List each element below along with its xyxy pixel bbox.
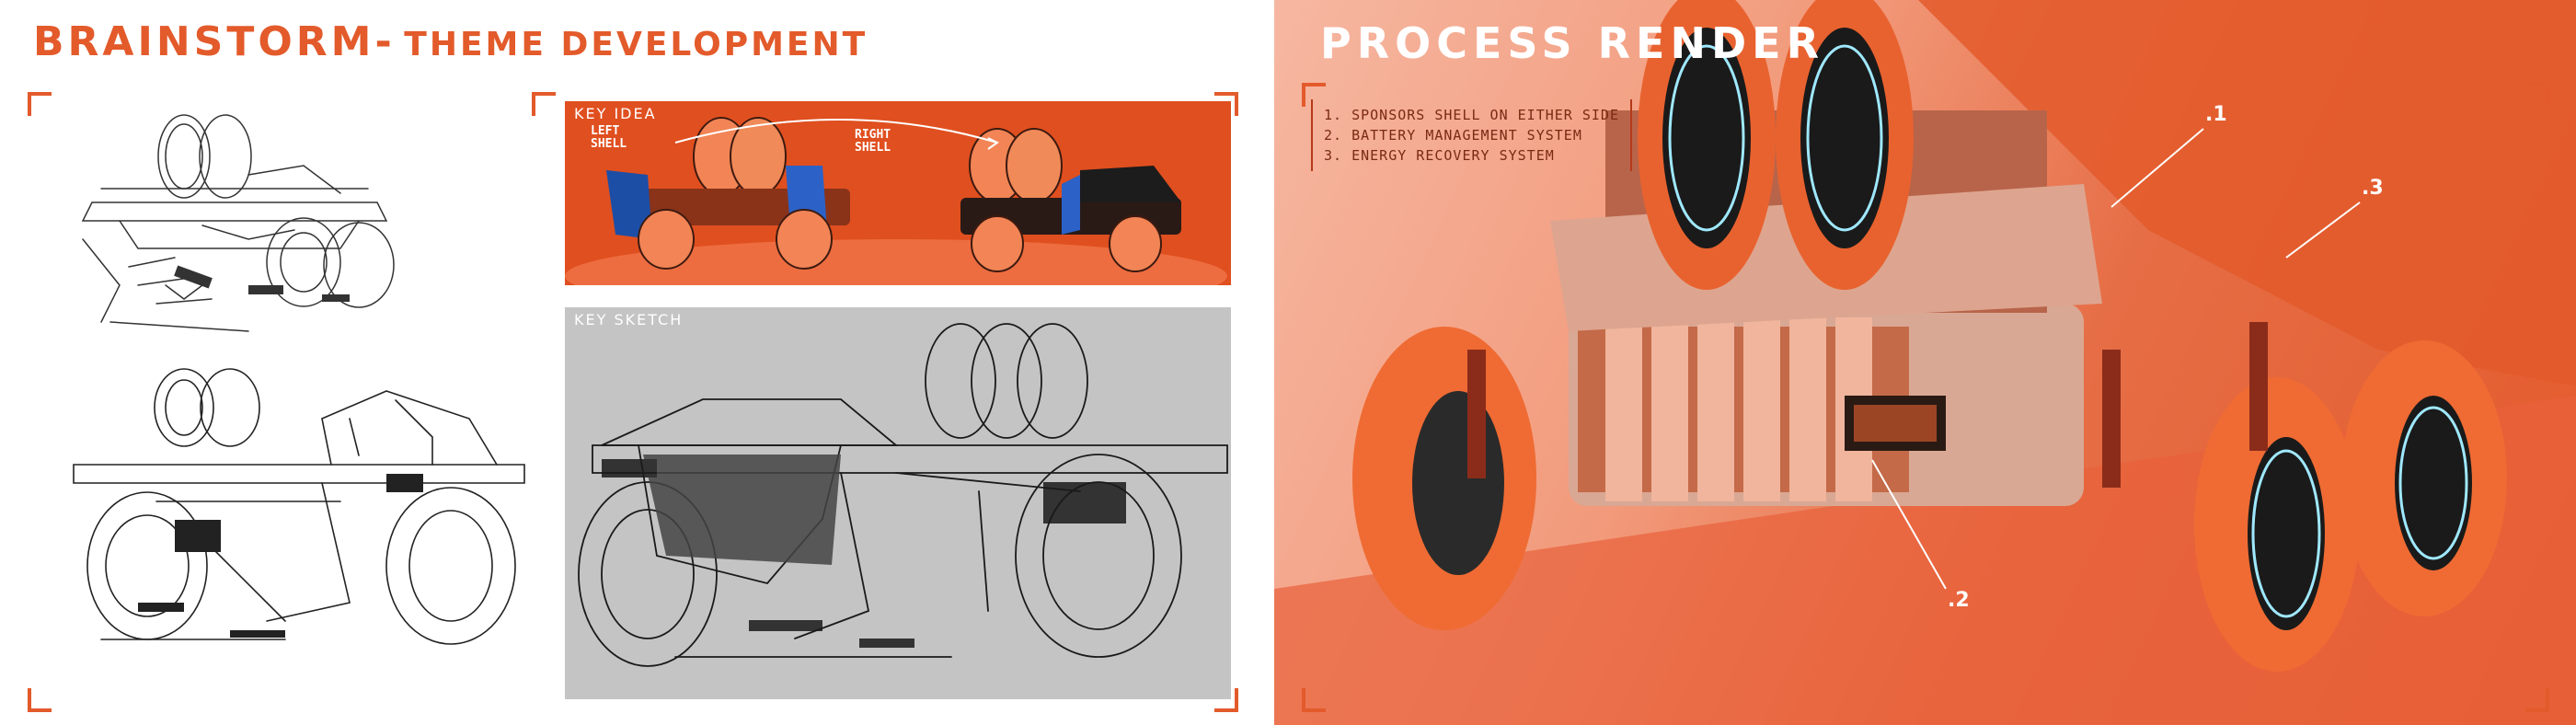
frame-corner-bottom-right [1214,688,1238,712]
render-corner-top-right [2525,83,2549,107]
key-idea-label: KEY IDEA [574,105,657,122]
key-sketch-label: KEY SKETCH [574,311,684,328]
key-sketch-panel: KEY SKETCH [565,307,1231,699]
legend-item-2: 2. BATTERY MANAGEMENT SYSTEM [1324,127,1582,144]
brainstorm-panel: BRAINSTORM- THEME DEVELOPMENT [0,0,1274,725]
key-idea-panel: KEY IDEA LEFT SHELL RIGHT SHELL [565,101,1231,285]
brainstorm-title: BRAINSTORM- THEME DEVELOPMENT [33,18,868,65]
callout-1: .1 [2205,103,2227,126]
left-shell-note: LEFT SHELL [591,124,627,151]
render-corner-top-left [1302,83,1326,107]
callout-2: .2 [1948,589,1970,612]
process-render-title: PROCESS RENDER [1320,18,1824,68]
frame-corner-top-left [28,92,52,116]
frame-corner-bottom-left [28,688,52,712]
feature-legend: 1. SPONSORS SHELL ON EITHER SIDE 2. BATT… [1311,99,1632,171]
vehicle-render [1274,0,2576,725]
sketch-early-concept [64,101,414,350]
title-brainstorm: BRAINSTORM- [33,18,396,65]
legend-item-3: 3. ENERGY RECOVERY SYSTEM [1324,147,1555,164]
frame-corner-top-mid [532,92,556,116]
legend-item-1: 1. SPONSORS SHELL ON EITHER SIDE [1324,107,1619,123]
process-render-panel: PROCESS RENDER 1. SPONSORS SHELL ON EITH… [1274,0,2576,725]
render-corner-bottom-right [2525,688,2549,712]
sketch-side-view [46,363,543,667]
callout-3: .3 [2362,177,2384,200]
frame-corner-top-right [1214,92,1238,116]
render-corner-bottom-left [1302,688,1326,712]
title-theme-development: THEME DEVELOPMENT [404,26,868,63]
right-shell-note: RIGHT SHELL [855,128,891,155]
